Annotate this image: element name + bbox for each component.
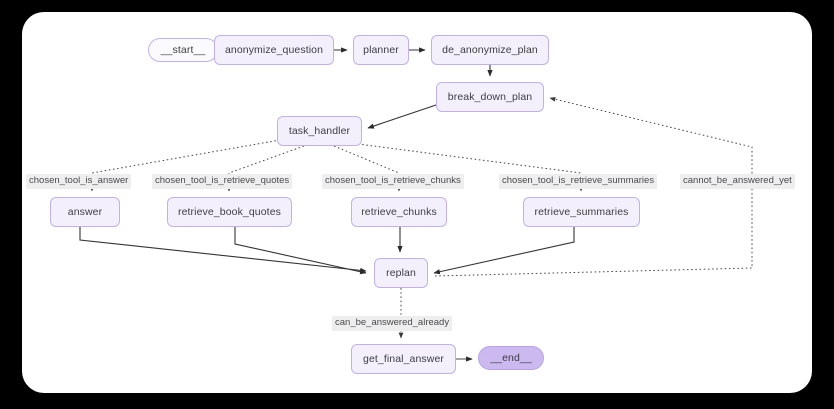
node-de-anonymize-plan[interactable]: de_anonymize_plan (431, 35, 549, 65)
node-planner-label: planner (363, 44, 399, 56)
node-planner[interactable]: planner (353, 35, 409, 65)
edge-label-chosen-tool-is-retrieve-chunks: chosen_tool_is_retrieve_chunks (322, 174, 464, 189)
node-retrieve-chunks-label: retrieve_chunks (361, 206, 437, 218)
edge-label-cannot-be-answered-yet: cannot_be_answered_yet (680, 174, 795, 189)
diagram-panel: __start__ anonymize_question planner de_… (22, 12, 812, 393)
node-break-down-plan[interactable]: break_down_plan (436, 82, 544, 112)
edge-label-can-be-answered-already: can_be_answered_already (332, 316, 453, 331)
node-retrieve-chunks[interactable]: retrieve_chunks (351, 197, 447, 227)
node-replan-label: replan (386, 267, 416, 279)
node-answer-label: answer (67, 206, 103, 218)
node-anonymize-question-label: anonymize_question (224, 44, 324, 56)
edge-breakdown-to-taskhandler (367, 104, 437, 129)
node-retrieve-book-quotes-label: retrieve_book_quotes (178, 206, 281, 218)
node-retrieve-summaries-label: retrieve_summaries (534, 206, 629, 218)
edge-label-chosen-tool-is-retrieve-summaries: chosen_tool_is_retrieve_summaries (499, 174, 658, 189)
edge-label-chosen-tool-is-retrieve-quotes: chosen_tool_is_retrieve_quotes (152, 174, 293, 189)
node-retrieve-book-quotes[interactable]: retrieve_book_quotes (167, 197, 292, 227)
node-start[interactable]: __start__ (148, 38, 218, 62)
node-start-label: __start__ (160, 44, 206, 56)
edge-summaries-to-replan (433, 227, 575, 275)
node-get-final-answer-label: get_final_answer (363, 353, 444, 365)
node-replan[interactable]: replan (374, 258, 428, 288)
node-end[interactable]: __end__ (478, 346, 544, 370)
node-answer[interactable]: answer (50, 197, 120, 227)
node-task-handler[interactable]: task_handler (277, 116, 362, 146)
edge-bookquotes-to-replan (234, 227, 367, 275)
node-get-final-answer[interactable]: get_final_answer (351, 344, 456, 374)
node-anonymize-question[interactable]: anonymize_question (214, 35, 334, 65)
node-end-label: __end__ (490, 352, 532, 364)
edge-label-chosen-tool-is-answer: chosen_tool_is_answer (26, 174, 132, 189)
edge-answer-to-replan (79, 227, 367, 273)
node-retrieve-summaries[interactable]: retrieve_summaries (523, 197, 640, 227)
node-task-handler-label: task_handler (288, 125, 351, 137)
node-break-down-plan-label: break_down_plan (447, 91, 533, 103)
node-de-anonymize-plan-label: de_anonymize_plan (442, 44, 538, 56)
